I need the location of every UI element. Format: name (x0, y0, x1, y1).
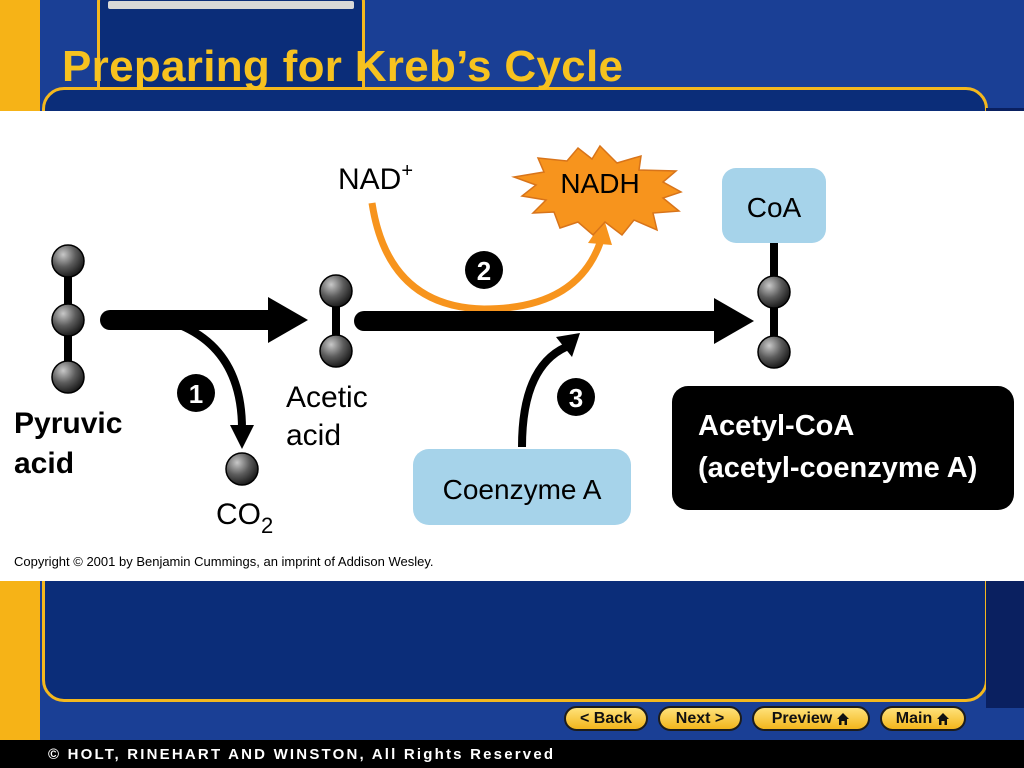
co2-atom (225, 452, 259, 486)
pyruvic-atom (51, 360, 85, 394)
coa-box (722, 168, 826, 243)
next-button-label: Next > (675, 709, 725, 727)
coenzyme-a-arrow (518, 333, 580, 448)
coenzyme-a-box: Coenzyme A (413, 449, 631, 525)
step-1-badge: 1 (177, 374, 215, 412)
pyruvic-acid-molecule (51, 244, 85, 394)
preview-button[interactable]: Preview (752, 706, 870, 731)
top-tab-highlight (108, 1, 354, 9)
acetyl-coa-box: Acetyl-CoA (acetyl-coenzyme A) (672, 386, 1014, 510)
acetic-atom (319, 274, 353, 308)
pyruvic-label-line1: Pyruvic (14, 407, 122, 440)
acetyl-atom (757, 335, 791, 369)
step-2-badge: 2 (465, 251, 503, 289)
pyruvic-atom (51, 303, 85, 337)
acetyl-coa-molecule: CoA (722, 168, 826, 369)
nadh-burst: NADH (511, 144, 683, 237)
preview-button-label: Preview (771, 709, 833, 727)
acetic-atom (319, 334, 353, 368)
co2-release-arrow (178, 321, 254, 449)
step-3-badge: 3 (557, 378, 595, 416)
coa-label: CoA (747, 192, 802, 223)
co2-label: CO2 (216, 498, 273, 538)
main-arrow-1 (100, 297, 308, 343)
diagram-copyright: Copyright © 2001 by Benjamin Cummings, a… (14, 554, 434, 569)
main-button[interactable]: Main (880, 706, 966, 731)
step-3-number: 3 (569, 383, 583, 413)
acetic-acid-molecule (319, 274, 353, 368)
nad-label: NAD+ (338, 160, 413, 196)
back-button-label: < Back (579, 709, 633, 727)
footer-bar: © HOLT, RINEHART AND WINSTON, All Rights… (0, 740, 1024, 768)
nadh-label: NADH (560, 168, 639, 199)
main-arrow-2 (354, 298, 754, 344)
nad-to-nadh-arrow (368, 202, 612, 313)
pyruvic-atom (51, 244, 85, 278)
acetic-label-line1: Acetic (286, 381, 368, 414)
back-button[interactable]: < Back (564, 706, 648, 731)
next-button[interactable]: Next > (658, 706, 742, 731)
pyruvic-label-line2: acid (14, 447, 74, 480)
acetyl-atom (757, 275, 791, 309)
home-icon (837, 712, 850, 725)
diagram-panel: Pyruvic acid CO2 1 Acetic acid NAD+ (0, 111, 1024, 581)
step-2-number: 2 (477, 256, 491, 286)
acetic-label-line2: acid (286, 419, 341, 452)
nadh-starburst-shape (511, 144, 683, 237)
home-icon (937, 712, 950, 725)
footer-copyright: © HOLT, RINEHART AND WINSTON, All Rights… (48, 746, 556, 763)
slide-title: Preparing for Kreb’s Cycle (62, 42, 624, 91)
coenzyme-a-label: Coenzyme A (443, 474, 602, 505)
diagram-svg: Pyruvic acid CO2 1 Acetic acid NAD+ (14, 144, 1014, 569)
main-button-label: Main (895, 709, 933, 727)
acetyl-coa-label-line2: (acetyl-coenzyme A) (698, 452, 977, 484)
step-1-number: 1 (189, 379, 203, 409)
acetyl-coa-label-line1: Acetyl-CoA (698, 410, 854, 442)
